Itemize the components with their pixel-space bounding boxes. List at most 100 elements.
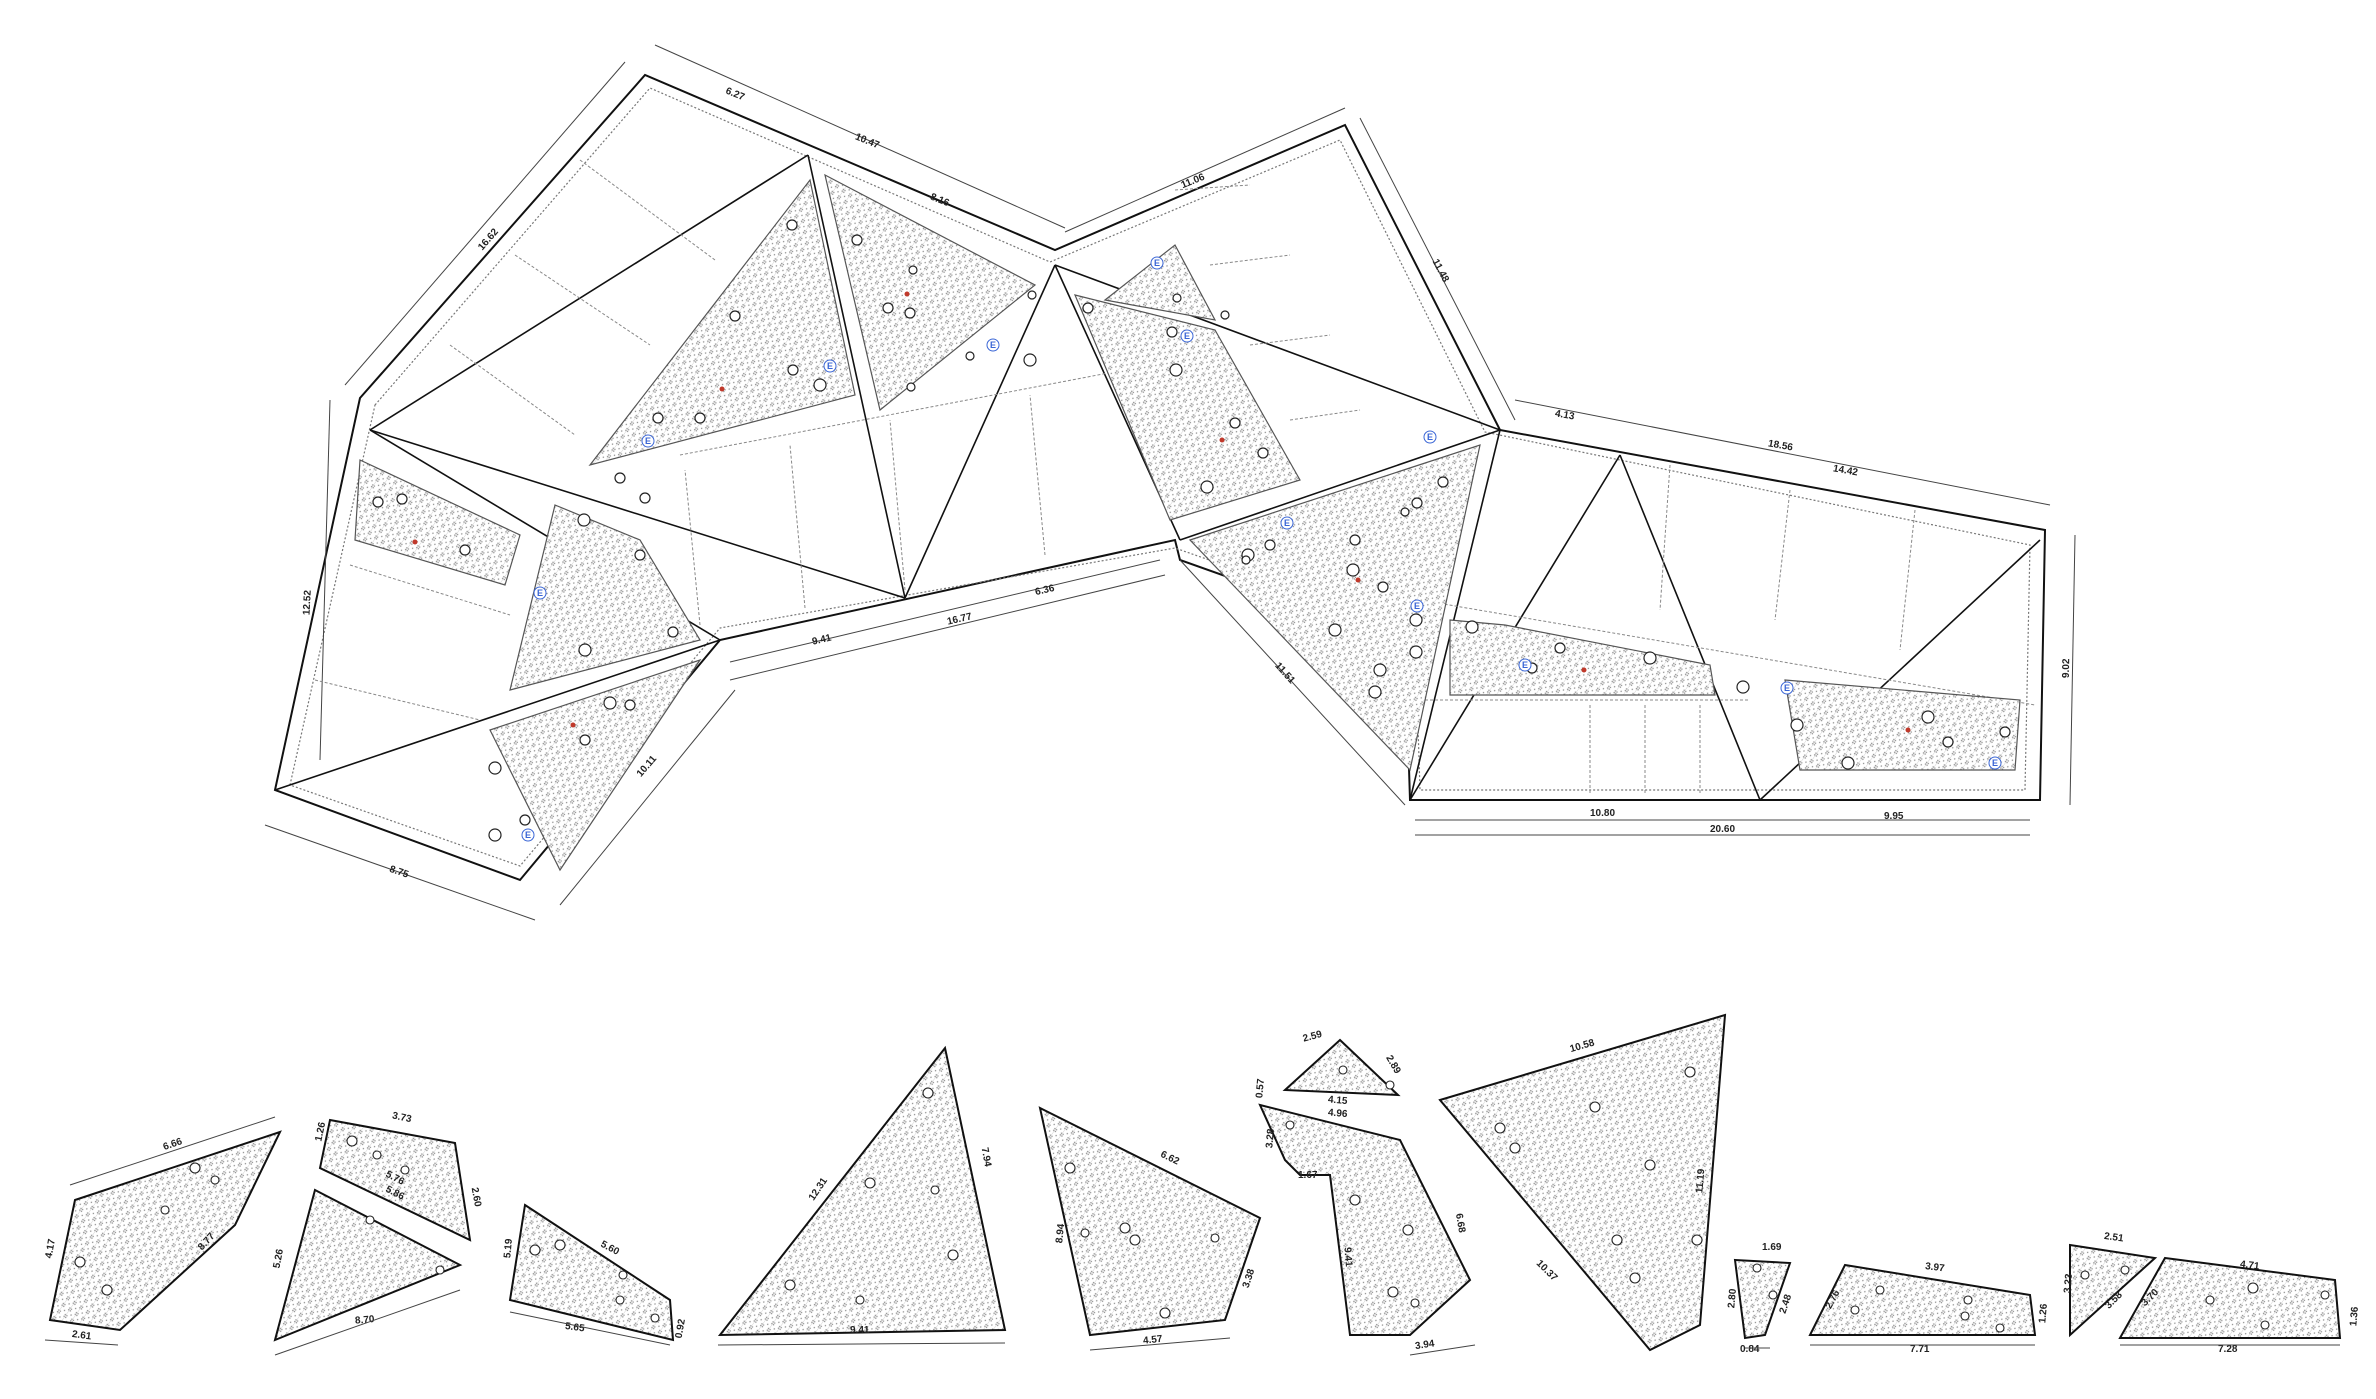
piece-10 — [2069, 1243, 2158, 1338]
dim-label: 14.42 — [1832, 463, 1859, 478]
dim-label: 3.38 — [1241, 1267, 1258, 1289]
svg-text:E: E — [827, 361, 833, 371]
dim-label: 1.69 — [1762, 1242, 1782, 1253]
dim-label: 9.02 — [2061, 658, 2072, 678]
dim-label: 1.36 — [2348, 1306, 2361, 1327]
plan-planter-labels: E E E E E E E E E E E E E — [521, 256, 2002, 842]
dim-label: 8.16 — [928, 192, 951, 210]
dim-label: 4.57 — [1143, 1334, 1164, 1347]
svg-text:E: E — [1427, 432, 1433, 442]
planter-label: E — [823, 359, 837, 373]
dim-label: 1.67 — [1298, 1170, 1318, 1181]
dim-label: 18.56 — [1767, 438, 1794, 453]
dim-label: 3.73 — [391, 1110, 413, 1125]
dim-label: 9.41 — [811, 632, 833, 647]
dim-label: 6.68 — [1453, 1213, 1467, 1235]
dim-label: 9.41 — [850, 1325, 870, 1336]
planter-label: E — [1150, 256, 1164, 270]
planter-label: E — [1780, 681, 1794, 695]
dim-label: 9.95 — [1884, 811, 1904, 822]
dim-label: 10.11 — [635, 753, 660, 779]
dim-label: 0.84 — [1740, 1344, 1760, 1355]
dim-label: 9.41 — [1341, 1247, 1354, 1268]
dim-label: 2.61 — [71, 1329, 92, 1343]
planter-label: E — [533, 586, 547, 600]
dim-label: 11.48 — [1430, 257, 1451, 284]
dim-label: 2.51 — [2103, 1231, 2124, 1245]
planter-label: E — [1280, 516, 1294, 530]
dim-label: 4.15 — [1328, 1094, 1349, 1107]
dim-label: 1.26 — [2037, 1303, 2050, 1324]
dim-label: 3.28 — [1264, 1128, 1277, 1149]
piece-2a — [318, 1118, 472, 1242]
dim-label: 5.65 — [564, 1321, 585, 1335]
dim-label: 8.94 — [1054, 1223, 1067, 1244]
svg-text:E: E — [1284, 518, 1290, 528]
dim-label: 12.52 — [301, 589, 313, 615]
planter-label: E — [1988, 756, 2002, 770]
dim-label: 7.71 — [1910, 1344, 1930, 1355]
piece-2b — [273, 1188, 463, 1342]
planter-label: E — [986, 338, 1000, 352]
dim-label: 6.36 — [1034, 583, 1056, 598]
svg-text:E: E — [525, 830, 531, 840]
dim-label: 8.70 — [355, 1314, 376, 1327]
dim-label: 5.19 — [502, 1238, 515, 1259]
plan-dimension-labels: 6.27 10.47 8.16 11.06 11.48 16.62 12.52 … — [301, 86, 2072, 881]
svg-text:E: E — [1522, 660, 1528, 670]
dim-label: 16.62 — [476, 226, 501, 252]
dim-label: 16.77 — [946, 611, 973, 627]
svg-text:E: E — [990, 340, 996, 350]
dim-label: 6.27 — [724, 86, 747, 104]
dim-label: 10.80 — [1590, 808, 1615, 819]
piece-6b — [1258, 1103, 1472, 1336]
dim-label: 4.17 — [44, 1238, 58, 1260]
plan-dimension-lines — [264, 44, 2076, 921]
dim-label: 3.97 — [1924, 1261, 1945, 1274]
svg-text:E: E — [1154, 258, 1160, 268]
piece-dimension-labels: 6.66 4.17 8.77 2.61 1.26 3.73 2.60 5.76 … — [44, 1029, 2361, 1355]
piece-3 — [508, 1203, 675, 1342]
dim-label: 3.23 — [2062, 1273, 2075, 1294]
dim-label: 2.80 — [1726, 1288, 1739, 1309]
piece-9 — [1808, 1263, 2037, 1336]
svg-text:E: E — [1992, 758, 1998, 768]
piece-tree-markers — [74, 1065, 2330, 1333]
dim-label: 0.57 — [1254, 1078, 1267, 1099]
svg-text:E: E — [645, 436, 651, 446]
dim-label: 4.96 — [1328, 1107, 1349, 1120]
piece-7 — [1438, 1013, 1727, 1352]
dim-label: 4.13 — [1554, 408, 1576, 422]
planter-label: E — [1180, 329, 1194, 343]
dim-label: 2.60 — [469, 1187, 483, 1209]
planter-label: E — [1410, 599, 1424, 613]
dim-label: 8.75 — [388, 864, 410, 881]
dim-label: 3.94 — [1414, 1338, 1435, 1352]
piece-8 — [1733, 1258, 1792, 1340]
piece-5 — [1038, 1106, 1262, 1337]
svg-text:E: E — [1414, 601, 1420, 611]
dim-label: 11.19 — [1694, 1168, 1707, 1194]
planter-pieces — [48, 1013, 2342, 1352]
planter-label: E — [1423, 430, 1437, 444]
dim-label: 1.26 — [313, 1121, 328, 1143]
plan-paving-grid — [314, 159, 2036, 795]
svg-text:E: E — [1184, 331, 1190, 341]
dim-label: 2.89 — [1383, 1053, 1402, 1076]
dim-label: 5.26 — [272, 1248, 287, 1270]
dim-label: 10.47 — [853, 132, 881, 152]
piece-1 — [48, 1130, 282, 1332]
dim-label: 10.37 — [1534, 1258, 1560, 1284]
dim-label: 10.58 — [1569, 1037, 1597, 1055]
svg-text:E: E — [537, 588, 543, 598]
planter-label: E — [521, 828, 535, 842]
dim-label: 2.48 — [1778, 1293, 1795, 1315]
dim-label: 20.60 — [1710, 824, 1735, 835]
piece-dimension-lines — [44, 1116, 2340, 1356]
plan-tree-markers — [372, 219, 2011, 842]
dim-label: 2.59 — [1302, 1029, 1324, 1045]
piece-4 — [717, 1045, 1007, 1337]
plan-planting-beds — [354, 173, 2021, 872]
dim-label: 0.92 — [674, 1318, 688, 1340]
